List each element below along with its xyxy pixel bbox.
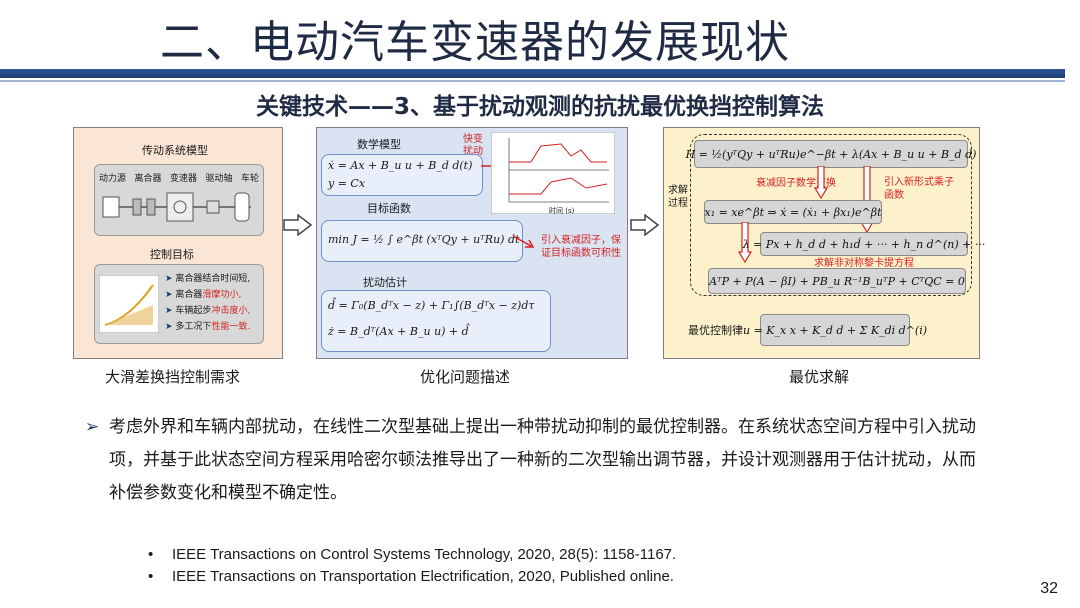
- reference-item: • IEEE Transactions on Control Systems Te…: [148, 546, 676, 563]
- goal-item: ➤ 离合器结合时间短,: [165, 274, 251, 284]
- solution-process-frame: [690, 134, 972, 296]
- panel-optimization-problem: 数学模型 快变扰动 ẋ = Ax + B_u u + B_d d(t) y = …: [316, 127, 628, 359]
- component-label: 驱动轴: [205, 174, 233, 184]
- optimal-law-label: 最优控制律: [688, 324, 743, 337]
- reference-text: IEEE Transactions on Control Systems Tec…: [172, 546, 677, 563]
- bullet-dot-icon: •: [148, 568, 154, 585]
- hamiltonian-equation: H = ½(yᵀQy + uᵀRu)e^−βt + λ(Ax + B_u u +…: [686, 140, 976, 168]
- estimation-label: 扰动估计: [363, 276, 407, 289]
- goal-item: ➤ 多工况下性能一致.: [165, 322, 251, 332]
- state-equation-box: ẋ = Ax + B_u u + B_d d(t) y = Cx: [321, 154, 483, 196]
- control-goal-box: ➤ 离合器结合时间短, ➤ 离合器滑摩功小, ➤ 车辆起步冲击度小, ➤ 多工况…: [94, 264, 264, 344]
- estimation-equation-2: ż = B_dᵀ(Ax + B_u u) + d̂: [328, 325, 469, 338]
- component-label: 离合器: [134, 174, 162, 184]
- plot-x-label: 时间 (s): [549, 207, 575, 215]
- optimal-control-equation: u = K_x x + K_d d + Σ K_di d^(i): [743, 314, 927, 346]
- drivetrain-schematic-icon: [102, 192, 251, 222]
- estimation-box: d̂ = Γ₀(B_dᵀx − z) + Γ₁∫(B_dᵀx − z)dτ ż …: [321, 290, 551, 352]
- multiplier-equation: λ = Px + h_d d + h₁ḋ + ··· + h_n d^(n) +…: [743, 232, 985, 256]
- panel1-caption: 大滑差换挡控制需求: [105, 368, 241, 386]
- page-number: 32: [1040, 580, 1058, 597]
- panel-control-requirements: 传动系统模型 动力源 离合器 变速器 驱动轴 车轮 控制目标 ➤ 离合器结合时间…: [73, 127, 283, 359]
- reference-item: • IEEE Transactions on Transportation Ele…: [148, 568, 674, 585]
- section-subtitle: 关键技术——3、基于扰动观测的抗扰最优换挡控制算法: [255, 94, 824, 120]
- riccati-equation: AᵀP + P(A − βI) + PB_u R⁻¹B_uᵀP + CᵀQC =…: [708, 268, 966, 294]
- objective-equation: min J = ½ ∫ e^βt (xᵀQy + uᵀRu) dt: [328, 233, 520, 246]
- main-bullet: ➢ 考虑外界和车辆内部扰动，在线性二次型基础上提出一种带扰动抑制的最优控制器。在…: [85, 411, 985, 510]
- objective-note: 引入衰减因子，保证目标函数可积性: [541, 235, 621, 259]
- title-rule-thin: [0, 80, 1065, 82]
- transform-note: 衰减因子数学变换: [756, 178, 836, 189]
- right-arrow-icon: [630, 214, 660, 236]
- disturbance-plot: [491, 132, 615, 214]
- multiplier-note: 引入新形式乘子函数: [884, 177, 954, 201]
- engagement-curve-icon: [99, 275, 159, 333]
- panel3-caption: 最优求解: [789, 368, 850, 386]
- state-equation: ẋ = Ax + B_u u + B_d d(t): [328, 159, 473, 172]
- component-label: 变速器: [169, 174, 197, 184]
- component-label: 车轮: [240, 174, 259, 184]
- drivetrain-diagram: 动力源 离合器 变速器 驱动轴 车轮: [94, 164, 264, 236]
- goal-item: ➤ 车辆起步冲击度小,: [165, 306, 251, 316]
- objective-label: 目标函数: [367, 202, 411, 215]
- red-down-arrow-icon: [814, 166, 828, 200]
- output-equation: y = Cx: [328, 177, 366, 190]
- math-model-label: 数学模型: [357, 138, 401, 151]
- slide-title: 二、电动汽车变速器的发展现状: [160, 17, 790, 68]
- component-label: 动力源: [99, 174, 127, 184]
- fast-disturbance-label: 快变扰动: [463, 134, 483, 157]
- bullet-dot-icon: •: [148, 546, 154, 563]
- process-label: 求解过程: [668, 185, 688, 209]
- title-rule: [0, 69, 1065, 78]
- red-down-arrow-icon: [738, 222, 752, 264]
- control-goal-title: 控制目标: [150, 248, 194, 261]
- riccati-note: 求解非对称黎卡提方程: [814, 258, 914, 269]
- right-arrow-icon: [283, 214, 313, 236]
- red-arrow-icon: [513, 235, 535, 248]
- reference-text: IEEE Transactions on Transportation Elec…: [172, 568, 674, 585]
- panel-optimal-solution: 求解过程 H = ½(yᵀQy + uᵀRu)e^−βt + λ(Ax + B_…: [663, 127, 985, 359]
- drivetrain-title: 传动系统模型: [142, 144, 208, 157]
- objective-box: min J = ½ ∫ e^βt (xᵀQy + uᵀRu) dt: [321, 220, 523, 262]
- estimation-equation-1: d̂ = Γ₀(B_dᵀx − z) + Γ₁∫(B_dᵀx − z)dτ: [328, 299, 535, 312]
- main-bullet-text: 考虑外界和车辆内部扰动，在线性二次型基础上提出一种带扰动抑制的最优控制器。在系统…: [109, 417, 976, 503]
- bullet-arrow-icon: ➢: [85, 417, 100, 437]
- panel2-caption: 优化问题描述: [420, 368, 511, 386]
- state-transform-equation: x₁ = xe^βt ⇒ ẋ = (ẋ₁ + βx₁)e^βt: [704, 200, 882, 224]
- goal-item: ➤ 离合器滑摩功小,: [165, 290, 242, 300]
